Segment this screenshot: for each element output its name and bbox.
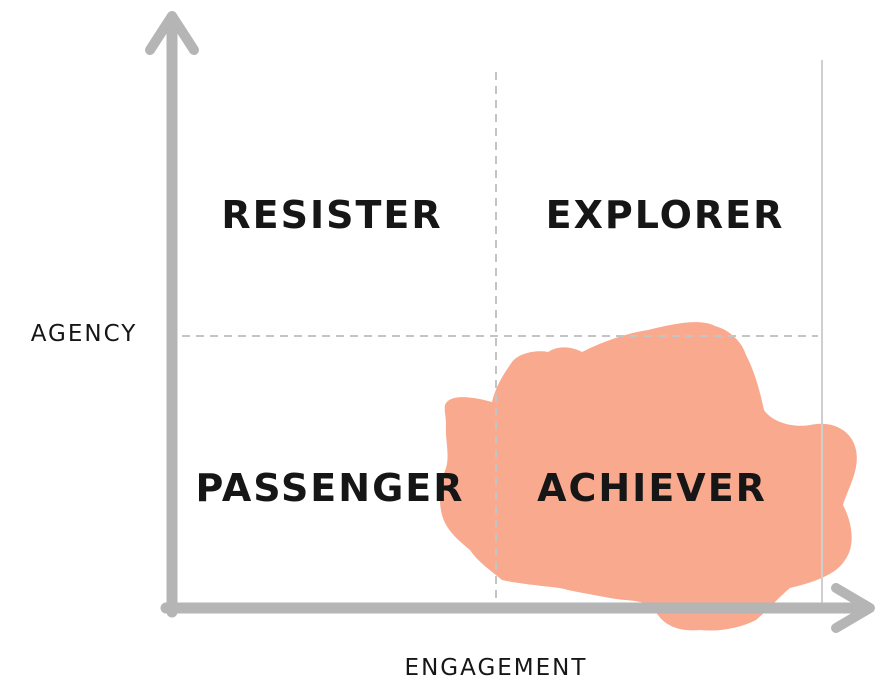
quadrant-label-resister: RESISTER (221, 193, 443, 237)
quadrant-label-passenger: PASSENGER (195, 466, 465, 510)
x-axis (160, 583, 875, 633)
y-axis-arrowhead (145, 11, 199, 55)
y-axis-label: AGENCY (30, 321, 138, 347)
quadrant-label-achiever: ACHIEVER (537, 466, 767, 510)
achiever-highlight-blob (439, 322, 857, 631)
y-axis (145, 11, 199, 618)
quadrant-label-explorer: EXPLORER (545, 193, 785, 237)
x-axis-label: ENGAGEMENT (404, 655, 588, 681)
x-axis-arrowhead (831, 583, 875, 633)
